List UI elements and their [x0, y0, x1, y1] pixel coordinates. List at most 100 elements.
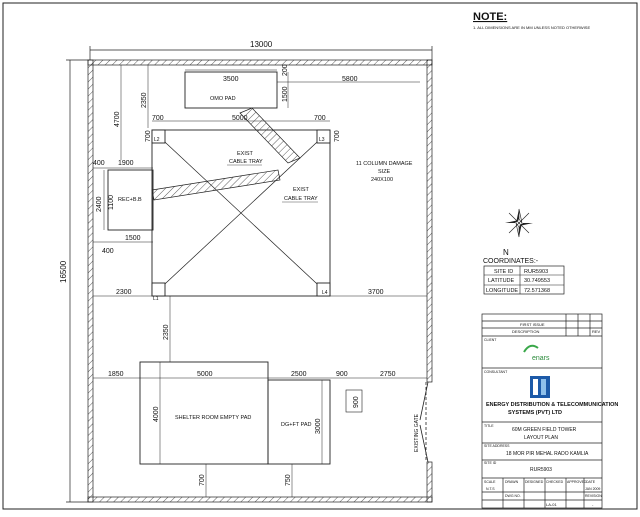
label-l3: L3	[319, 137, 325, 143]
coord-value-latitude: 30.749553	[524, 278, 550, 284]
label-column-damage-2: SIZE	[378, 169, 391, 175]
tb-site-address-label: SITE ADDRESS	[484, 444, 510, 448]
dg-ft-pad	[267, 379, 331, 465]
rec-bb-pad	[107, 169, 154, 231]
tb-dwg-no: LA-01	[546, 502, 557, 507]
tb-site-address: 18 MOR PIR MEHAL RADO KAMLIA	[506, 451, 589, 457]
tb-description: DESCRIPTION	[512, 329, 539, 334]
dim-5000-shelter: 5000	[197, 371, 213, 378]
dim-700-d: 700	[334, 130, 341, 142]
dim-overall-width: 13000	[250, 40, 273, 49]
overall-dimensions	[66, 46, 433, 503]
label-rec-bb: REC+B.B	[118, 197, 142, 203]
tb-checked: CHECKED	[546, 480, 564, 484]
label-shelter-pad: SHELTER ROOM EMPTY PAD	[175, 415, 251, 421]
coordinates-heading: COORDINATES:-	[483, 258, 539, 265]
dim-4700: 4700	[114, 111, 121, 127]
tb-company-1: ENERGY DISTRIBUTION & TELECOMMUNICATION	[486, 402, 618, 408]
dim-5800: 5800	[342, 76, 358, 83]
coord-key-site-id: SITE ID	[494, 269, 513, 275]
dim-2750: 2750	[380, 371, 396, 378]
tb-title-2: LAYOUT PLAN	[524, 435, 558, 441]
note-title: NOTE:	[473, 11, 507, 23]
dim-700-b: 700	[145, 130, 152, 142]
tb-site-id: RUR5903	[530, 467, 552, 473]
dim-2400: 2400	[96, 196, 103, 212]
label-cable-tray-2: CABLE TRAY	[284, 196, 318, 202]
omo-pad	[184, 71, 278, 109]
consultant-logo	[530, 376, 550, 398]
tb-date-label: DATE	[586, 480, 596, 484]
cable-tray-2	[151, 169, 281, 201]
label-column-damage-1: 11 COLUMN DAMAGE	[356, 161, 413, 167]
dim-4000: 4000	[153, 406, 160, 422]
footing-bl	[151, 282, 166, 297]
coord-value-site-id: RUR5903	[524, 269, 548, 275]
label-column-damage-3: 240X100	[371, 177, 393, 183]
north-arrow-icon	[505, 208, 533, 238]
footing-tl	[151, 129, 166, 144]
tb-client-label: CLIENT	[484, 338, 497, 342]
tb-title-1: 60M GREEN FIELD TOWER	[512, 427, 577, 433]
tb-drawn: DRAWN	[505, 480, 519, 484]
client-logo: enars	[523, 344, 550, 362]
label-l4: L4	[322, 290, 328, 296]
label-exist-2: EXIST	[293, 187, 310, 193]
tb-title-label: TITLE	[484, 424, 494, 428]
tb-scale-label: SCALE	[484, 480, 496, 484]
dim-3500: 3500	[223, 76, 239, 83]
dim-2350-mid: 2350	[163, 324, 170, 340]
footing-tr	[316, 129, 331, 144]
title-block	[481, 313, 603, 509]
coord-key-longitude: LONGITUDE	[486, 288, 518, 294]
label-l2: L2	[154, 137, 160, 143]
dim-2350-top: 2350	[141, 92, 148, 108]
dim-1500-omo: 1500	[282, 86, 289, 102]
existing-gate	[419, 381, 429, 463]
dim-700-a: 700	[152, 115, 164, 122]
coord-key-latitude: LATITUDE	[488, 278, 515, 284]
dim-400-a: 400	[93, 160, 105, 167]
dim-3700: 3700	[368, 289, 384, 296]
label-existing-gate: EXISTING GATE	[414, 413, 420, 452]
tb-date: JAN 2009	[585, 487, 600, 491]
tb-approved: APPROVED	[567, 480, 587, 484]
dim-2300: 2300	[116, 289, 132, 296]
label-omo-pad: OMO PAD	[210, 96, 236, 102]
label-l1: L1	[153, 296, 159, 302]
dim-1900: 1900	[118, 160, 134, 167]
label-north: N	[503, 248, 509, 257]
dim-overall-height: 16500	[59, 260, 68, 283]
dim-700-c: 700	[314, 115, 326, 122]
sheet-border	[2, 2, 638, 510]
dim-5000-top: 5000	[232, 115, 248, 122]
coord-value-longitude: 72.571368	[524, 288, 550, 294]
dim-2500: 2500	[291, 371, 307, 378]
dim-700-bottom: 700	[199, 474, 206, 486]
tb-site-id-label: SITE ID	[484, 461, 497, 465]
dim-1500-rec: 1500	[125, 235, 141, 242]
tower-footprint	[151, 129, 331, 297]
dim-400-b: 400	[102, 248, 114, 255]
tb-company-2: SYSTEMS (PVT) LTD	[508, 410, 562, 416]
tb-designed: DESIGNED	[525, 480, 544, 484]
coordinates-table	[483, 265, 565, 295]
dim-200: 200	[282, 64, 289, 76]
dim-3000: 3000	[315, 418, 322, 434]
dim-900-a: 900	[336, 371, 348, 378]
label-dg-pad: DG+FT PAD	[281, 422, 312, 428]
footing-br	[316, 282, 331, 297]
label-exist-1: EXIST	[237, 151, 254, 157]
tb-scale: N.T.S	[486, 487, 495, 491]
dim-1100: 1100	[108, 195, 115, 210]
dg-tank	[345, 389, 363, 413]
boundary-wall	[87, 59, 433, 503]
tb-client-logo-text: enars	[532, 355, 550, 362]
tb-revision-label: REVISION	[585, 494, 602, 498]
label-cable-tray-1: CABLE TRAY	[229, 159, 263, 165]
tb-revision: -	[592, 502, 594, 507]
dim-900-b: 900	[353, 396, 360, 408]
tb-dwg-no-label: DWG NO.	[505, 494, 521, 498]
